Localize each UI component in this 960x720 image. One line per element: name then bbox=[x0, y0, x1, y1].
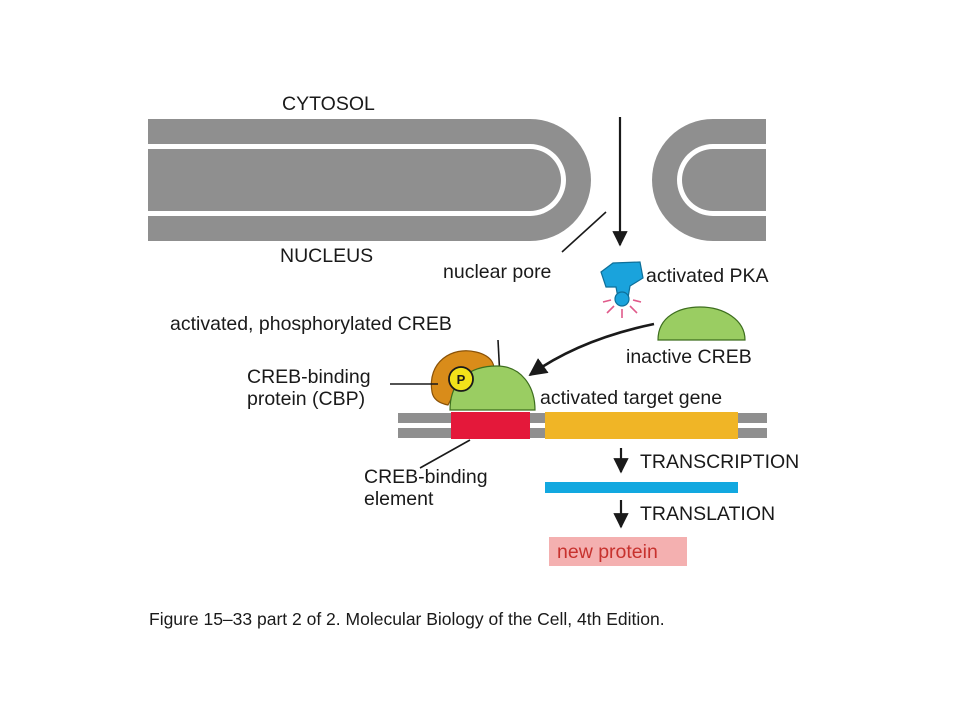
nuclear-envelope-left bbox=[148, 119, 591, 241]
phosphate-icon bbox=[448, 366, 474, 392]
target-gene-label: activated target gene bbox=[540, 387, 722, 409]
inactive-creb-shape bbox=[657, 306, 746, 341]
cbp-label-line1: CREB-binding bbox=[247, 366, 371, 388]
dna-strand bbox=[398, 412, 767, 439]
figure-caption: Figure 15–33 part 2 of 2. Molecular Biol… bbox=[149, 609, 665, 629]
creb-binding-element-region bbox=[451, 412, 530, 439]
inactive-creb-label: inactive CREB bbox=[626, 346, 752, 368]
pka-activation-sparks bbox=[602, 299, 642, 318]
transcription-label: TRANSCRIPTION bbox=[640, 451, 799, 473]
translation-label: TRANSLATION bbox=[640, 503, 775, 525]
pka-shape bbox=[600, 261, 644, 307]
nucleus-label: NUCLEUS bbox=[280, 245, 373, 267]
nuclear-pore-leader bbox=[561, 211, 607, 253]
cytosol-label: CYTOSOL bbox=[282, 93, 375, 115]
cbp-label-line2: protein (CBP) bbox=[247, 388, 365, 410]
binding-element-label-line1: CREB-binding bbox=[364, 466, 488, 488]
activation-arrow bbox=[528, 322, 655, 377]
mrna-bar bbox=[545, 482, 738, 493]
new-protein-label: new protein bbox=[557, 541, 658, 563]
activated-creb-label: activated, phosphorylated CREB bbox=[170, 313, 452, 335]
activated-pka-label: activated PKA bbox=[646, 265, 768, 287]
binding-element-label-line2: element bbox=[364, 488, 434, 510]
binding-element-leader bbox=[419, 439, 471, 469]
new-protein-box bbox=[549, 537, 687, 566]
nuclear-pore-label: nuclear pore bbox=[443, 261, 551, 283]
phosphate-label: P bbox=[457, 372, 466, 387]
target-gene-region bbox=[545, 412, 738, 439]
nuclear-envelope-right bbox=[652, 119, 766, 241]
